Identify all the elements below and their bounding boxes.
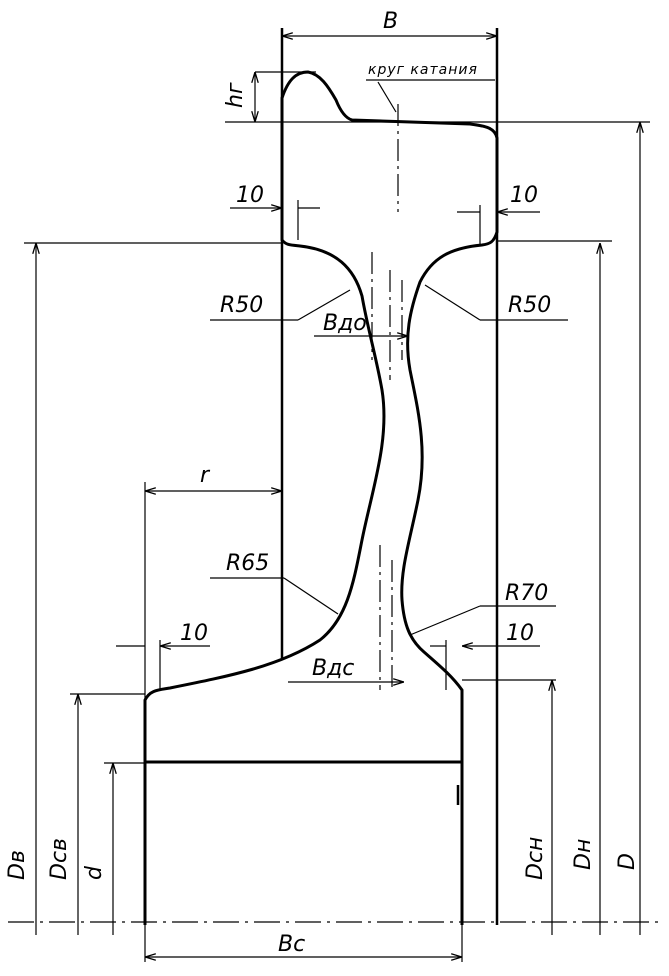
label-bc: Bс	[278, 932, 305, 957]
label-dsn: Dсн	[523, 837, 548, 880]
label-D: D	[615, 853, 640, 870]
wheel-cross-section	[143, 70, 499, 764]
label-bdo: Bдо	[323, 311, 367, 336]
label-bdc: Bдс	[312, 656, 354, 681]
label-d: d	[82, 865, 107, 880]
label-10-left-top: 10	[236, 183, 264, 208]
label-r65: R65	[226, 551, 269, 576]
label-10-right-bottom: 10	[506, 621, 534, 646]
label-r50-left: R50	[220, 293, 263, 318]
label-hg: hг	[223, 82, 248, 108]
label-b: B	[383, 9, 398, 34]
label-r70: R70	[505, 581, 548, 606]
label-rolling-circle: круг катания	[368, 62, 478, 78]
label-r: r	[200, 463, 211, 488]
label-10-left-bottom: 10	[180, 621, 208, 646]
label-dn: Dн	[571, 839, 596, 870]
label-dv: Dв	[5, 850, 30, 880]
label-r50-right: R50	[508, 293, 551, 318]
wheel-hub-outline	[143, 760, 464, 925]
label-dsv: Dсв	[47, 838, 72, 880]
label-10-right-top: 10	[510, 183, 538, 208]
